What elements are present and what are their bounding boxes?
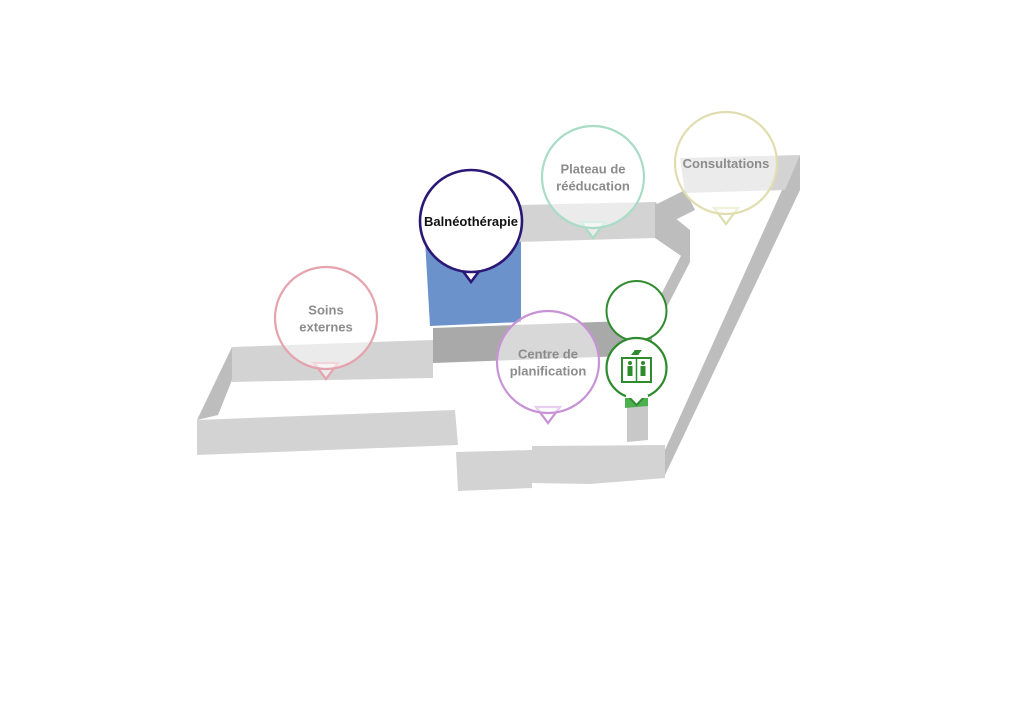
pin-centre-planification[interactable]: Centre de planification [495, 309, 601, 425]
wall-lower-center [456, 450, 532, 491]
wall-right-diagonal [665, 155, 800, 475]
pin-circle [495, 309, 601, 415]
wall-lower-right [532, 445, 665, 484]
pin-consultations[interactable]: Consultations [673, 110, 779, 226]
pin-label: Consultations [683, 156, 770, 171]
pin-balneotherapie[interactable]: Balnéothérapie [418, 168, 524, 285]
elevator-pin[interactable] [605, 280, 668, 407]
pin-plateau-reeducation[interactable]: Plateau de rééducation [540, 124, 646, 240]
pin-circle [540, 124, 646, 230]
pin-soins-externes[interactable]: Soins externes [273, 265, 379, 381]
pin-label: externes [299, 320, 352, 335]
pin-label: Plateau de [560, 162, 625, 177]
elevator-icon [621, 350, 652, 383]
elevator-pin-shape [605, 280, 668, 342]
pin-joint [583, 219, 603, 226]
pin-label: Centre de [518, 347, 578, 362]
pin-label: rééducation [556, 179, 630, 194]
pin-circle [418, 168, 524, 274]
pin-joint [461, 263, 481, 270]
pin-joint [716, 205, 736, 212]
pin-label: planification [510, 364, 587, 379]
pin-circle [273, 265, 379, 371]
pin-label: Balnéothérapie [424, 214, 518, 229]
wall-left-side [197, 347, 232, 420]
elevator-block [627, 403, 648, 442]
wall-left-front [197, 410, 458, 455]
wall-inner-diagonal [655, 190, 695, 225]
pin-circle [673, 110, 779, 216]
elevator-pin-tail-mask [626, 395, 648, 398]
zone-pins: Soins externes Balnéothérapie Plateau de réé… [273, 110, 779, 425]
pin-joint [538, 404, 558, 411]
pin-label: Soins [308, 303, 343, 318]
pin-joint [316, 360, 336, 367]
